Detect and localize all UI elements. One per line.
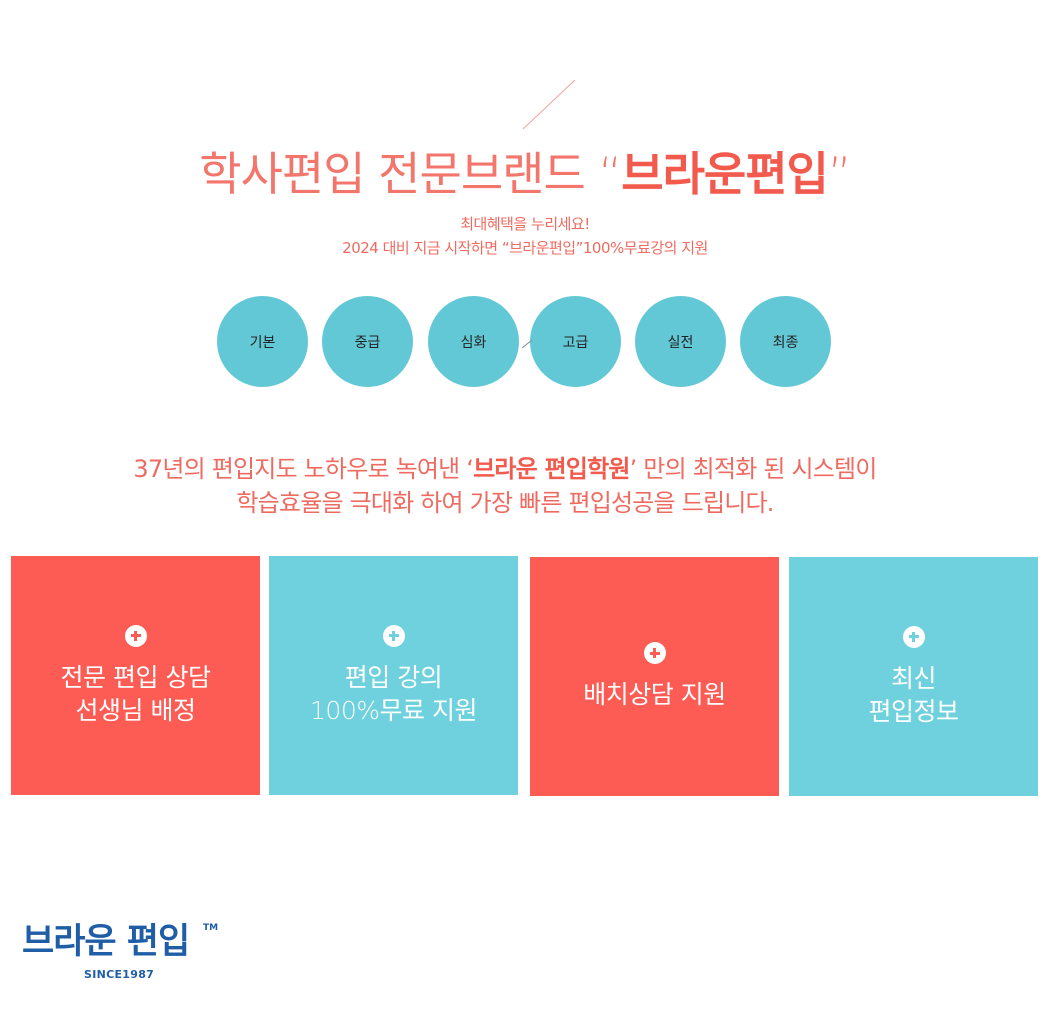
- description-line-1: 37년의 편입지도 노하우로 녹여낸 ‘브라운 편입학원’ 만의 최적화 된 시…: [0, 449, 1010, 484]
- card-consultant-assignment[interactable]: 전문 편입 상담 선생님 배정: [11, 556, 260, 795]
- headline-suffix: ”: [827, 147, 852, 201]
- subtitle-line-1: 최대혜택을 누리세요!: [460, 215, 590, 233]
- description-brand: 브라운 편입학원: [473, 455, 630, 483]
- logo-trademark: TM: [203, 923, 219, 933]
- card-label-line-1: 전문 편입 상담: [60, 662, 211, 692]
- level-label: 최종: [772, 334, 799, 351]
- level-label: 중급: [354, 334, 381, 351]
- brand-logo[interactable]: 브라운 편입 TM SINCE1987: [22, 922, 222, 986]
- description-line-2: 학습효율을 극대화 하여 가장 빠른 편입성공을 드립니다.: [236, 489, 774, 517]
- plus-icon: [643, 642, 666, 664]
- level-label: 실전: [667, 334, 694, 351]
- plus-icon: [902, 625, 925, 648]
- card-label-line-1: 편입 강의: [344, 662, 443, 692]
- plus-icon: [124, 624, 147, 647]
- card-label: 편입 강의 100%무료 지원: [310, 661, 477, 727]
- level-label: 심화: [460, 334, 487, 351]
- level-circle-deep: 심화: [428, 296, 519, 387]
- card-label: 배치상담 지원: [583, 678, 726, 711]
- card-latest-info[interactable]: 최신 편입정보: [789, 557, 1038, 796]
- description-prefix: 37년의 편입지도 노하우로 녹여낸 ‘: [133, 455, 474, 483]
- description-suffix: ’ 만의 최적화 된 시스템이: [629, 455, 878, 483]
- subtitle-line-2: 2024 대비 지금 시작하면 “브라운편입”100%무료강의 지원: [342, 239, 708, 257]
- level-connector-line: [521, 339, 533, 349]
- decorative-diagonal-line: [522, 79, 576, 130]
- level-circle-practice: 실전: [635, 296, 726, 387]
- level-label: 고급: [562, 334, 589, 351]
- card-label-line-1: 최신: [890, 663, 937, 693]
- level-circle-basic: 기본: [217, 296, 308, 387]
- level-circle-advanced: 고급: [530, 296, 621, 387]
- level-label: 기본: [249, 334, 276, 351]
- plus-icon: [382, 624, 405, 647]
- page-headline: 학사편입 전문브랜드 “브라운편입”: [0, 138, 1050, 204]
- card-label-line-1: 배치상담 지원: [583, 680, 726, 709]
- headline-brand: 브라운편입: [621, 147, 829, 201]
- card-label: 전문 편입 상담 선생님 배정: [61, 661, 211, 727]
- card-label-line-2: 선생님 배정: [75, 695, 196, 725]
- logo-since: SINCE1987: [84, 968, 155, 981]
- level-circle-intermediate: 중급: [322, 296, 413, 387]
- level-circle-final: 최종: [740, 296, 831, 387]
- headline-prefix: 학사편입 전문브랜드 “: [199, 147, 622, 201]
- card-label-line-2: 편입정보: [868, 696, 959, 726]
- card-label: 최신 편입정보: [868, 662, 959, 728]
- card-placement-consulting[interactable]: 배치상담 지원: [530, 557, 779, 796]
- card-free-lectures[interactable]: 편입 강의 100%무료 지원: [269, 556, 518, 795]
- card-label-line-2: 100%무료 지원: [310, 695, 477, 725]
- logo-wordmark: 브라운 편입: [22, 922, 190, 962]
